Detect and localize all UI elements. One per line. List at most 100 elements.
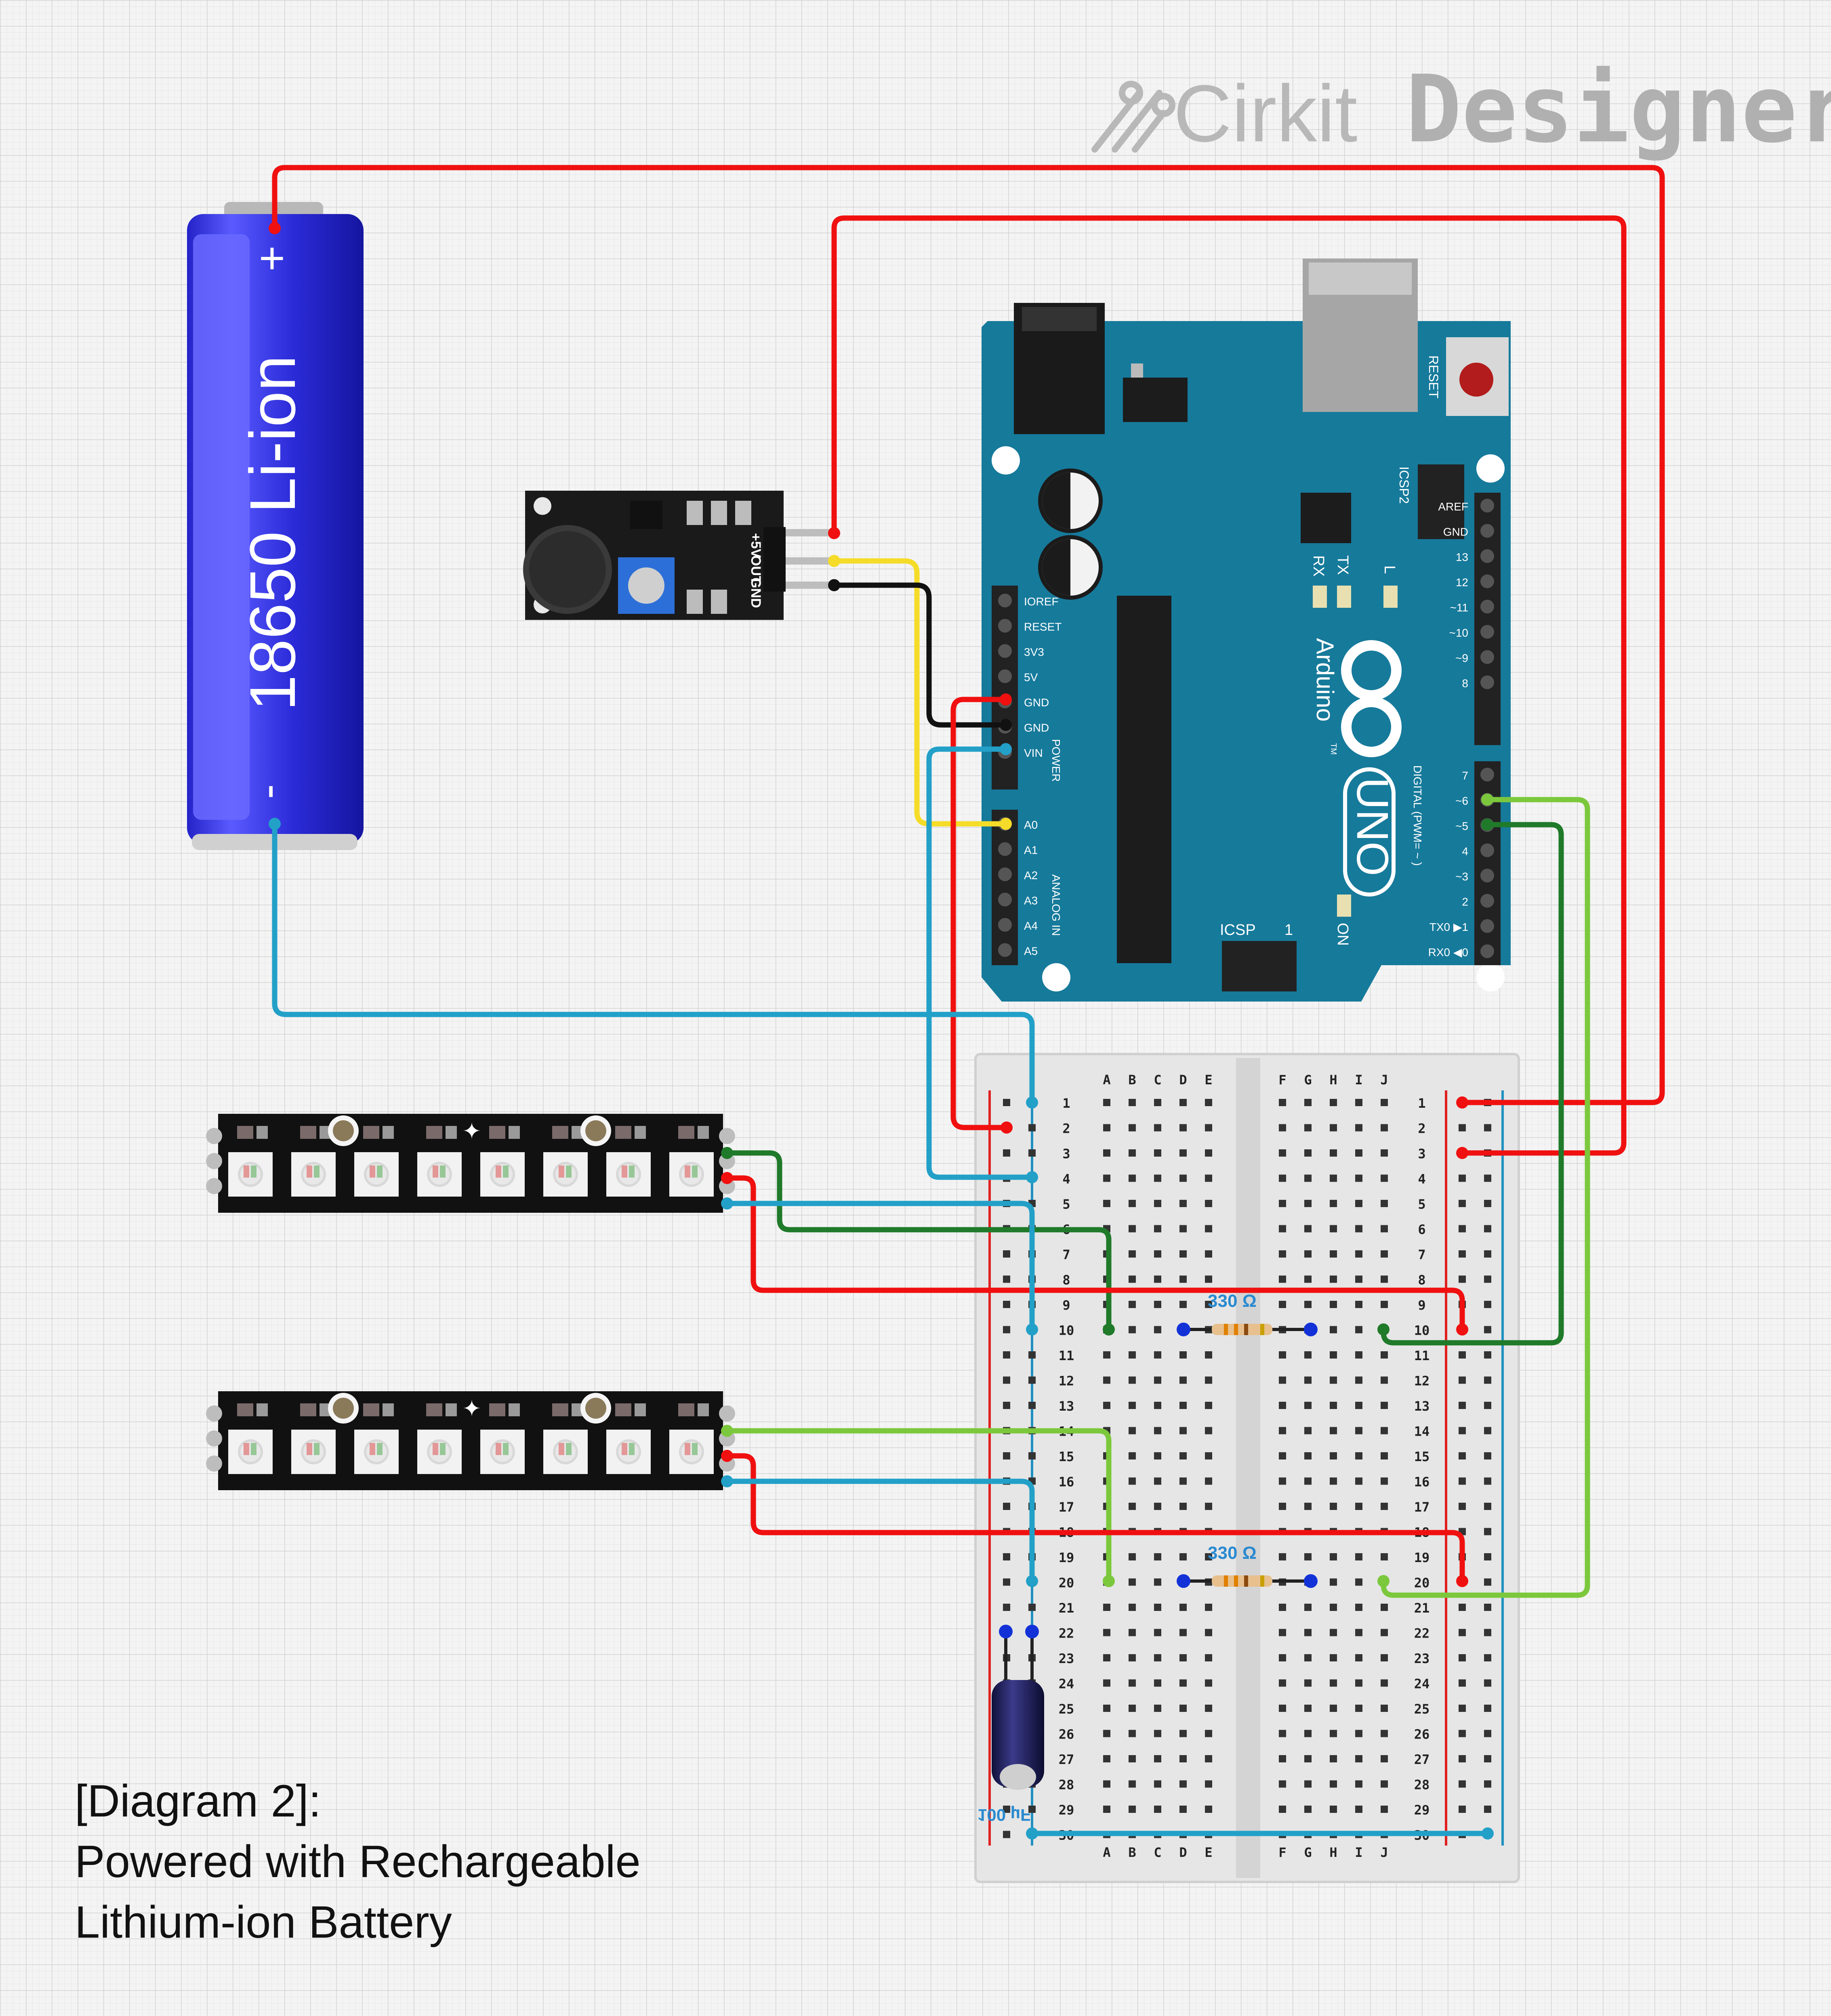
breadboard-hole[interactable] (1484, 1755, 1491, 1762)
breadboard-hole[interactable] (1304, 1755, 1312, 1762)
breadboard-hole[interactable] (1381, 1275, 1388, 1283)
wire-battery-negative[interactable] (272, 821, 1035, 1105)
wire-pin6[interactable] (1381, 797, 1590, 1598)
breadboard-hole[interactable] (1179, 1427, 1187, 1434)
wire-endpoint[interactable] (1000, 743, 1012, 755)
breadboard-hole[interactable] (1003, 1402, 1010, 1409)
breadboard-hole[interactable] (1381, 1099, 1388, 1106)
breadboard-hole[interactable] (1459, 1679, 1466, 1687)
breadboard-hole[interactable] (1003, 1376, 1010, 1384)
wire-endpoint[interactable] (269, 818, 281, 830)
breadboard-hole[interactable] (1154, 1629, 1161, 1636)
breadboard-hole[interactable] (1103, 1149, 1110, 1157)
resistor-1[interactable]: 330 Ω (1177, 1291, 1318, 1336)
breadboard-hole[interactable] (1330, 1124, 1337, 1132)
breadboard-hole[interactable] (1003, 1099, 1010, 1106)
breadboard-hole[interactable] (1355, 1780, 1362, 1788)
breadboard-hole[interactable] (1205, 1629, 1212, 1636)
arduino-pin[interactable] (998, 644, 1012, 658)
breadboard-hole[interactable] (1129, 1099, 1136, 1106)
breadboard-hole[interactable] (1330, 1730, 1337, 1737)
breadboard-hole[interactable] (1279, 1477, 1286, 1485)
breadboard-hole[interactable] (1381, 1149, 1388, 1157)
breadboard-hole[interactable] (1279, 1250, 1286, 1258)
breadboard-hole[interactable] (1279, 1705, 1286, 1712)
breadboard-hole[interactable] (1179, 1402, 1187, 1409)
breadboard-hole[interactable] (1154, 1250, 1161, 1258)
breadboard-hole[interactable] (1484, 1275, 1491, 1283)
arduino-pin[interactable] (998, 892, 1012, 907)
breadboard-hole[interactable] (1355, 1679, 1362, 1687)
breadboard-hole[interactable] (1205, 1553, 1212, 1560)
arduino-pin[interactable] (1480, 843, 1494, 857)
breadboard-hole[interactable] (1003, 1503, 1010, 1510)
breadboard-hole[interactable] (1028, 1376, 1036, 1384)
breadboard-hole[interactable] (1279, 1174, 1286, 1182)
breadboard-hole[interactable] (1304, 1806, 1312, 1813)
breadboard-hole[interactable] (1205, 1780, 1212, 1788)
wire-endpoint[interactable] (1000, 818, 1012, 830)
breadboard-hole[interactable] (1459, 1755, 1466, 1762)
breadboard-hole[interactable] (1459, 1780, 1466, 1788)
wire-endpoint[interactable] (828, 555, 840, 567)
breadboard-hole[interactable] (1355, 1806, 1362, 1813)
breadboard-hole[interactable] (1205, 1427, 1212, 1434)
breadboard-hole[interactable] (1154, 1174, 1161, 1182)
arduino-uno-board[interactable]: RESET ICSP2 ICSP 1 RX TX L ON (982, 258, 1511, 1002)
breadboard-hole[interactable] (1459, 1275, 1466, 1283)
wire-strip2-data[interactable] (724, 1428, 1112, 1584)
breadboard-hole[interactable] (1381, 1301, 1388, 1308)
breadboard-hole[interactable] (1003, 1831, 1010, 1838)
breadboard-hole[interactable] (1154, 1376, 1161, 1384)
breadboard-hole[interactable] (1205, 1149, 1212, 1157)
breadboard-hole[interactable] (1304, 1225, 1312, 1233)
electrolytic-capacitor[interactable]: 100 µF (978, 1625, 1044, 1825)
breadboard-hole[interactable] (1330, 1553, 1337, 1560)
arduino-pin[interactable] (1480, 919, 1494, 933)
breadboard-hole[interactable] (1484, 1174, 1491, 1182)
breadboard-hole[interactable] (1484, 1427, 1491, 1434)
breadboard-hole[interactable] (1381, 1705, 1388, 1712)
breadboard-hole[interactable] (1003, 1275, 1010, 1283)
breadboard-hole[interactable] (1129, 1629, 1136, 1636)
breadboard-hole[interactable] (1205, 1806, 1212, 1813)
breadboard-hole[interactable] (1279, 1275, 1286, 1283)
breadboard-hole[interactable] (1154, 1402, 1161, 1409)
breadboard-hole[interactable] (1381, 1351, 1388, 1359)
arduino-pin[interactable] (1480, 869, 1494, 882)
breadboard-hole[interactable] (1381, 1225, 1388, 1233)
breadboard-hole[interactable] (1205, 1402, 1212, 1409)
breadboard-hole[interactable] (1484, 1124, 1491, 1132)
arduino-pin[interactable] (1480, 768, 1494, 781)
breadboard-hole[interactable] (1103, 1654, 1110, 1661)
breadboard-hole[interactable] (1381, 1629, 1388, 1636)
wire-endpoint[interactable] (1026, 1171, 1038, 1183)
breadboard-hole[interactable] (1355, 1402, 1362, 1409)
breadboard-hole[interactable] (1304, 1250, 1312, 1258)
breadboard-hole[interactable] (1205, 1503, 1212, 1510)
breadboard-hole[interactable] (1304, 1503, 1312, 1510)
breadboard-hole[interactable] (1484, 1250, 1491, 1258)
arduino-pin[interactable] (1480, 499, 1494, 512)
breadboard-hole[interactable] (1330, 1149, 1337, 1157)
breadboard-hole[interactable] (1279, 1629, 1286, 1636)
breadboard-hole[interactable] (1381, 1679, 1388, 1687)
breadboard-hole[interactable] (1381, 1427, 1388, 1434)
breadboard-hole[interactable] (1205, 1225, 1212, 1233)
arduino-pin[interactable] (998, 842, 1012, 856)
wire-endpoint[interactable] (828, 579, 840, 591)
breadboard-hole[interactable] (1103, 1099, 1110, 1106)
breadboard-hole[interactable] (1103, 1806, 1110, 1813)
breadboard-hole[interactable] (1355, 1174, 1362, 1182)
wire-endpoint[interactable] (721, 1172, 733, 1184)
breadboard-hole[interactable] (1304, 1301, 1312, 1308)
breadboard-hole[interactable] (1381, 1604, 1388, 1611)
breadboard-hole[interactable] (1028, 1806, 1036, 1813)
breadboard-hole[interactable] (1355, 1452, 1362, 1460)
breadboard-hole[interactable] (1129, 1200, 1136, 1207)
neopixel-strip-1[interactable]: ✦ (206, 1114, 735, 1213)
breadboard-hole[interactable] (1330, 1477, 1337, 1485)
breadboard-hole[interactable] (1459, 1629, 1466, 1636)
wire-endpoint[interactable] (1377, 1575, 1390, 1587)
breadboard-hole[interactable] (1459, 1200, 1466, 1207)
